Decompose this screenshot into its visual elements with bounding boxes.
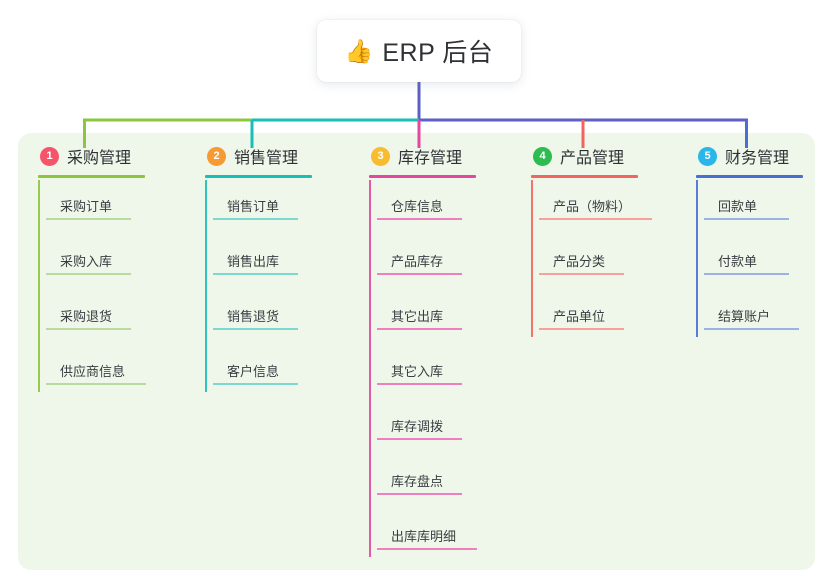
branch-title-2: 销售管理 <box>234 150 299 167</box>
leaf-rule <box>377 273 462 275</box>
leaf-rule <box>377 548 477 550</box>
thumbs-up-icon: 👍 <box>344 38 374 64</box>
branch-column-4: 4 产品管理 产品（物料） 产品分类 产品单位 <box>531 143 652 343</box>
leaf-rule <box>46 273 131 275</box>
leaf-item[interactable]: 采购退货 <box>38 288 145 343</box>
leaf-label: 回款单 <box>718 199 758 214</box>
leaf-rule <box>704 218 789 220</box>
leaf-label: 出库库明细 <box>391 529 457 544</box>
leaf-label: 销售退货 <box>227 309 280 324</box>
leaf-label: 销售出库 <box>227 254 280 269</box>
leaf-item[interactable]: 库存盘点 <box>369 453 476 508</box>
leaf-label: 付款单 <box>718 254 758 269</box>
branch-column-5: 5 财务管理 回款单 付款单 结算账户 <box>696 143 803 343</box>
branch-rule-1 <box>38 175 145 178</box>
branch-column-1: 1 采购管理 采购订单 采购入库 采购退货 供应商信息 <box>38 143 146 398</box>
leaf-item[interactable]: 销售出库 <box>205 233 312 288</box>
leaf-label: 其它入库 <box>391 364 444 379</box>
leaf-rule <box>46 328 131 330</box>
leaf-rule <box>377 438 462 440</box>
leaf-label: 供应商信息 <box>60 364 126 379</box>
leaf-item[interactable]: 仓库信息 <box>369 178 476 233</box>
leaf-rule <box>377 328 462 330</box>
leaf-item[interactable]: 出库库明细 <box>369 508 477 563</box>
leaf-rule <box>704 273 789 275</box>
leaf-rule <box>377 218 462 220</box>
branch-badge-5: 5 <box>698 146 717 166</box>
leaf-item[interactable]: 其它出库 <box>369 288 476 343</box>
leaf-item[interactable]: 产品分类 <box>531 233 638 288</box>
leaf-item[interactable]: 产品（物料） <box>531 178 652 233</box>
leaf-label: 采购退货 <box>60 309 113 324</box>
leaf-rule <box>46 218 131 220</box>
leaf-item[interactable]: 销售退货 <box>205 288 312 343</box>
leaf-item[interactable]: 采购入库 <box>38 233 145 288</box>
leaf-label: 仓库信息 <box>391 199 444 214</box>
leaf-rule <box>539 328 624 330</box>
branch-header-4[interactable]: 4 产品管理 <box>531 143 638 169</box>
leaf-rule <box>539 218 652 220</box>
leaf-label: 客户信息 <box>227 364 280 379</box>
leaf-label: 销售订单 <box>227 199 280 214</box>
leaf-label: 其它出库 <box>391 309 444 324</box>
leaf-rule <box>213 273 298 275</box>
branch-badge-1: 1 <box>40 146 59 166</box>
leaf-item[interactable]: 采购订单 <box>38 178 145 233</box>
branch-column-3: 3 库存管理 仓库信息 产品库存 其它出库 其它入库 库存调拨 <box>369 143 477 563</box>
leaf-item[interactable]: 产品库存 <box>369 233 476 288</box>
leaf-label: 产品（物料） <box>553 199 632 214</box>
leaf-label: 采购入库 <box>60 254 113 269</box>
diagram-panel <box>18 133 815 570</box>
leaf-item[interactable]: 其它入库 <box>369 343 476 398</box>
leaf-label: 结算账户 <box>718 309 771 324</box>
leaf-rule <box>213 383 298 385</box>
branch-header-5[interactable]: 5 财务管理 <box>696 143 803 169</box>
leaf-label: 库存调拨 <box>391 419 444 434</box>
leaf-item[interactable]: 客户信息 <box>205 343 312 398</box>
leaf-label: 产品单位 <box>553 309 606 324</box>
branch-rule-5 <box>696 175 803 178</box>
root-node[interactable]: 👍 ERP 后台 <box>317 20 521 82</box>
leaf-rule <box>377 383 462 385</box>
branch-header-2[interactable]: 2 销售管理 <box>205 143 312 169</box>
leaf-rule <box>213 328 298 330</box>
branch-title-3: 库存管理 <box>398 150 463 167</box>
leaf-rule <box>377 493 462 495</box>
root-node-label: ERP 后台 <box>382 39 494 67</box>
leaf-item[interactable]: 付款单 <box>696 233 803 288</box>
leaf-rule <box>704 328 799 330</box>
branch-badge-4: 4 <box>533 146 552 166</box>
leaf-item[interactable]: 供应商信息 <box>38 343 146 398</box>
branch-badge-3: 3 <box>371 146 390 166</box>
leaf-item[interactable]: 结算账户 <box>696 288 803 343</box>
branch-header-1[interactable]: 1 采购管理 <box>38 143 145 169</box>
branch-badge-2: 2 <box>207 146 226 166</box>
leaf-item[interactable]: 库存调拨 <box>369 398 476 453</box>
leaf-item[interactable]: 产品单位 <box>531 288 638 343</box>
leaf-rule <box>213 218 298 220</box>
leaf-label: 产品分类 <box>553 254 606 269</box>
leaf-item[interactable]: 销售订单 <box>205 178 312 233</box>
branch-rule-3 <box>369 175 476 178</box>
leaf-item[interactable]: 回款单 <box>696 178 803 233</box>
branch-title-1: 采购管理 <box>67 150 132 167</box>
branch-rule-4 <box>531 175 638 178</box>
branch-column-2: 2 销售管理 销售订单 销售出库 销售退货 客户信息 <box>205 143 312 398</box>
leaf-rule <box>539 273 624 275</box>
leaf-label: 库存盘点 <box>391 474 444 489</box>
branch-title-4: 产品管理 <box>560 150 625 167</box>
branch-header-3[interactable]: 3 库存管理 <box>369 143 476 169</box>
leaf-rule <box>46 383 146 385</box>
leaf-label: 采购订单 <box>60 199 113 214</box>
branch-rule-2 <box>205 175 312 178</box>
branch-title-5: 财务管理 <box>725 150 790 167</box>
leaf-label: 产品库存 <box>391 254 444 269</box>
